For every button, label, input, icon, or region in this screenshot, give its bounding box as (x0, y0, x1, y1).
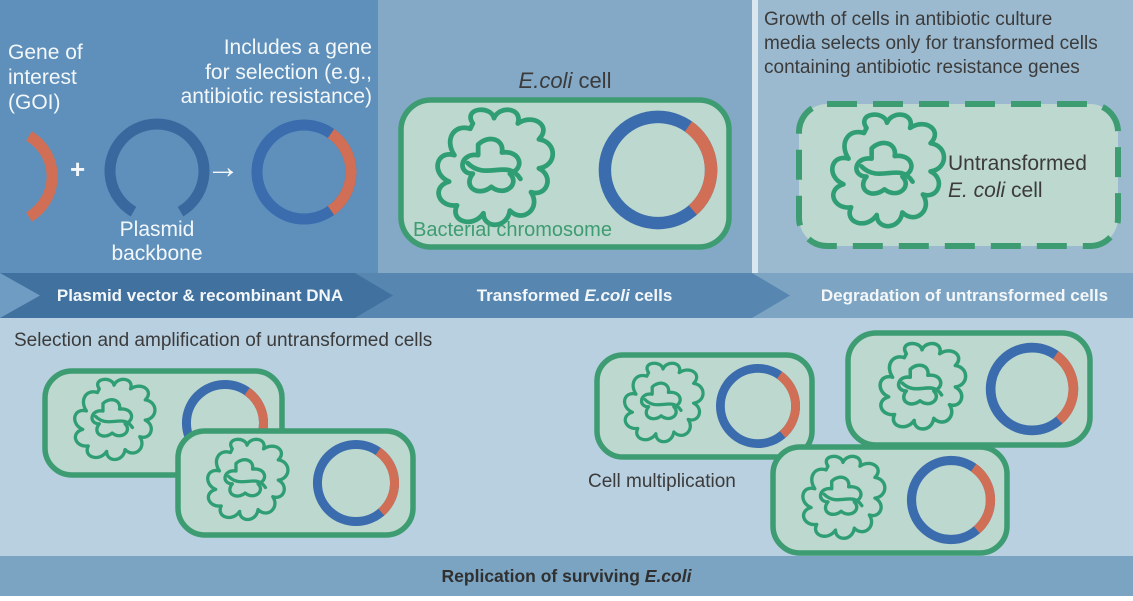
untransformed-cell-label: Untransformed E. coli cell (948, 152, 1087, 203)
gene-of-interest-label: Gene of interest (GOI) (8, 41, 83, 115)
colony-cell-2 (175, 428, 416, 538)
colony-cell-4 (845, 330, 1093, 448)
plus-sign: + (70, 154, 86, 184)
ecoli-species-name: E.coli (644, 566, 692, 586)
recombinant-plasmid-icon (251, 119, 357, 225)
ecoli-species-name: E. coli (948, 179, 1006, 203)
colony-cell-3 (594, 352, 815, 460)
cell-multiplication-label: Cell multiplication (588, 471, 736, 492)
bacterial-chromosome-label: Bacterial chromosome (413, 219, 612, 241)
banner-step-degradation: Degradation of untransformed cells (748, 273, 1133, 318)
panel-divider (752, 0, 758, 273)
gene-of-interest-arc-icon (26, 131, 58, 222)
ecoli-species-name: E.coli (518, 68, 573, 93)
ecoli-cell-title: E.coli cell (518, 68, 612, 93)
plasmid-backbone-icon (104, 118, 210, 217)
transformed-cell (398, 97, 732, 250)
right-arrow-icon: → (206, 148, 240, 186)
bottom-white-strip (0, 596, 1133, 601)
banner-step-transformed: Transformed E.coli cells (355, 273, 790, 318)
banner-step-plasmid-vector: Plasmid vector & recombinant DNA (0, 273, 393, 318)
colony-cell-5 (770, 444, 1010, 556)
replication-banner: Replication of surviving E.coli (0, 556, 1133, 596)
untransformed-cell (796, 101, 1121, 249)
antibiotic-selection-note: Growth of cells in antibiotic culture me… (764, 9, 1098, 78)
selection-amplification-label: Selection and amplification of untransfo… (14, 330, 433, 351)
plasmid-backbone-label: Plasmid backbone (111, 218, 203, 266)
ecoli-species-name: E.coli (584, 286, 630, 305)
selection-gene-note: Includes a gene for selection (e.g., ant… (180, 36, 372, 109)
